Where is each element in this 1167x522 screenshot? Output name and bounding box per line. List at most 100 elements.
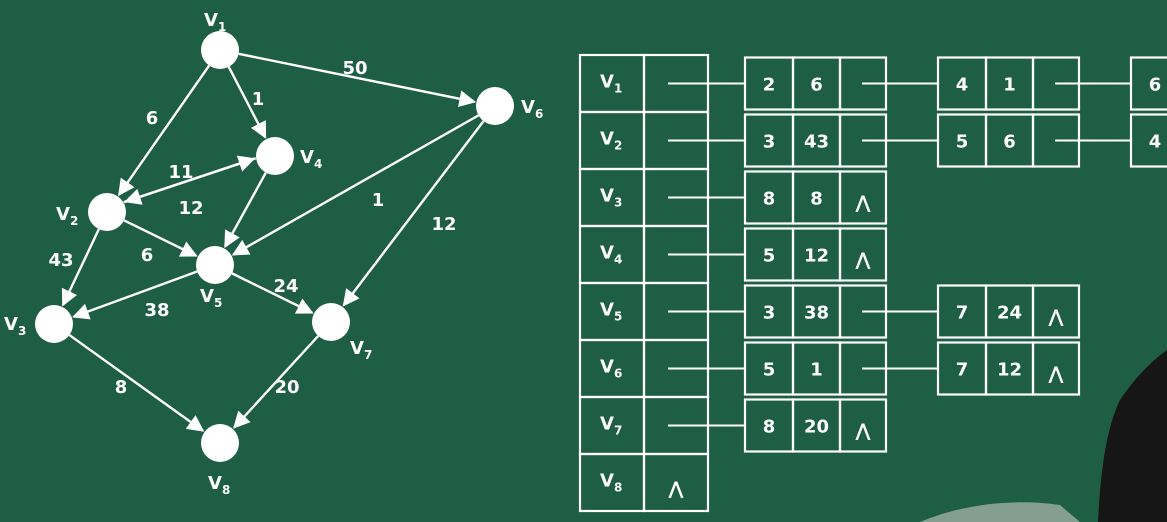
adjvex-value: 8 xyxy=(763,189,776,210)
edge-v4-v2 xyxy=(124,157,257,205)
adjvex-value: 5 xyxy=(763,360,776,381)
adjvex-value: 5 xyxy=(763,246,776,267)
edge-weight-label: 38 xyxy=(144,300,169,321)
weight-value: 20 xyxy=(804,417,829,438)
vertex-label-v4: V4 xyxy=(300,147,322,171)
head-vertex-label: V3 xyxy=(600,186,622,210)
head-vertex-label: V8 xyxy=(600,471,622,495)
adjvex-value: 8 xyxy=(763,417,776,438)
edge-weight-label: 1 xyxy=(372,190,385,211)
vertex-v6 xyxy=(476,87,514,125)
edge-v4-v5 xyxy=(224,172,267,249)
head-row-v7: V7 8 20 ⋀ xyxy=(578,395,888,456)
edge-v2-v5 xyxy=(123,219,198,257)
weight-value: 12 xyxy=(997,360,1022,381)
vertex-v1 xyxy=(201,31,239,69)
vertex-label-v8: V8 xyxy=(208,473,230,497)
edge-v1-v2 xyxy=(118,64,211,197)
weight-value: 12 xyxy=(804,246,829,267)
edge-v5-v7 xyxy=(231,272,314,314)
weight-value: 38 xyxy=(804,303,829,324)
edge-v7-v8 xyxy=(233,335,320,429)
next-pointer-cell xyxy=(1031,341,1081,396)
weight-value: 1 xyxy=(810,360,823,381)
weight-value: 24 xyxy=(997,303,1022,324)
adjvex-value: 3 xyxy=(763,303,776,324)
edge-weight-label: 12 xyxy=(431,214,456,235)
edge-weight-label: 24 xyxy=(273,276,298,297)
head-pointer-cell xyxy=(642,452,710,513)
edge-node: 3 38 xyxy=(743,284,938,339)
adjvex-value: 5 xyxy=(956,132,969,153)
next-pointer-cell xyxy=(838,170,888,225)
adjvex-value: 7 xyxy=(956,303,969,324)
null-pointer-symbol: ⋀ xyxy=(855,193,871,214)
edge-v1-v4 xyxy=(227,66,267,139)
edge-node: 7 12 ⋀ xyxy=(936,341,1081,396)
null-pointer-symbol: ⋀ xyxy=(855,250,871,271)
vertex-v2 xyxy=(88,193,126,231)
adjvex-value: 7 xyxy=(956,360,969,381)
head-vertex-label: V7 xyxy=(600,414,622,438)
edge-weight-label: 43 xyxy=(48,250,73,271)
edge-weight-label: 6 xyxy=(146,108,159,129)
next-pointer-cell xyxy=(838,227,888,282)
adjvex-cell xyxy=(1129,113,1167,168)
weight-value: 6 xyxy=(810,75,823,96)
null-pointer-symbol: ⋀ xyxy=(855,421,871,442)
vertex-label-v7: V7 xyxy=(350,338,372,362)
adjvex-value: 3 xyxy=(763,132,776,153)
edge-weight-label: 11 xyxy=(168,162,193,183)
edge-weight-label: 1 xyxy=(252,89,265,110)
vertex-label-v6: V6 xyxy=(521,97,543,121)
edge-v6-v5 xyxy=(231,114,480,256)
head-vertex-label: V4 xyxy=(600,243,622,267)
edge-v3-v8 xyxy=(68,334,205,432)
weight-value: 6 xyxy=(1003,132,1016,153)
head-row-v4: V4 5 12 ⋀ xyxy=(578,224,888,285)
adjvex-value: 4 xyxy=(956,75,969,96)
vertex-label-v3: V3 xyxy=(4,314,26,338)
edge-node: 6 xyxy=(1129,56,1167,111)
adjvex-value: 4 xyxy=(1149,132,1162,153)
vertex-v8 xyxy=(201,424,239,462)
head-row-v5: V5 3 38 7 24 ⋀ xyxy=(578,281,1081,342)
head-vertex-label: V5 xyxy=(600,300,622,324)
vertex-v3 xyxy=(35,305,73,343)
vertex-label-v1: V1 xyxy=(204,10,226,34)
adjvex-value: 6 xyxy=(1149,75,1162,96)
head-vertex-label: V1 xyxy=(600,72,622,96)
edge-weight-label: 6 xyxy=(141,245,154,266)
edge-v5-v3 xyxy=(72,270,198,320)
vertex-v7 xyxy=(312,303,350,341)
edge-weight-label: 20 xyxy=(274,377,299,398)
null-pointer-symbol: ⋀ xyxy=(1048,307,1064,328)
adjvex-value: 2 xyxy=(763,75,776,96)
presenter-silhouette xyxy=(920,350,1167,522)
next-pointer-cell xyxy=(838,398,888,453)
edge-node: 7 24 ⋀ xyxy=(936,284,1081,339)
null-pointer-symbol: ⋀ xyxy=(1048,364,1064,385)
vertex-label-v2: V2 xyxy=(56,204,78,228)
vertex-label-v5: V5 xyxy=(200,286,222,310)
edge-weight-label: 8 xyxy=(115,377,128,398)
edge-node: 5 12 ⋀ xyxy=(743,227,888,282)
weight-value: 1 xyxy=(1003,75,1016,96)
edge-v2-v3 xyxy=(61,228,100,307)
head-vertex-label: V2 xyxy=(600,129,622,153)
head-vertex-label: V6 xyxy=(600,357,622,381)
edge-weight-label: 12 xyxy=(178,198,203,219)
head-row-v8: V8⋀ xyxy=(578,452,710,513)
